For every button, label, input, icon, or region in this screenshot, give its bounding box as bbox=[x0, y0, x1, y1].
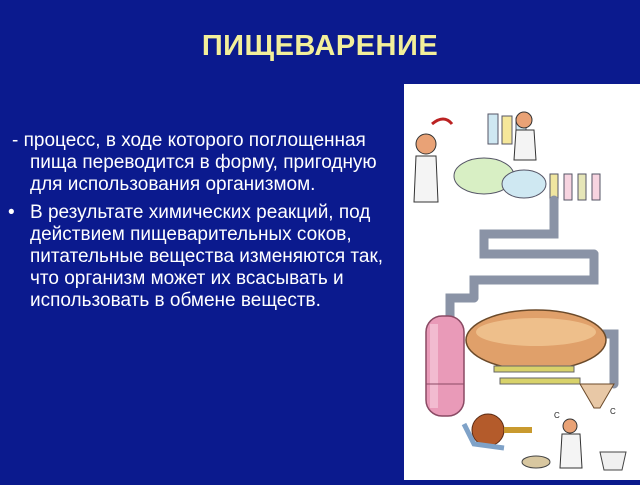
bottom-flask bbox=[461, 413, 532, 451]
bullet-text: В результате химических реакций, под дей… bbox=[30, 202, 384, 311]
right-scientist bbox=[513, 111, 537, 161]
left-scientist bbox=[413, 117, 454, 203]
intro-paragraph: - процесс, в ходе которого поглощенная п… bbox=[12, 130, 377, 195]
slide-title: ПИЩЕВАРЕНИЕ bbox=[201, 30, 439, 62]
bullet-glyph: • bbox=[8, 202, 15, 223]
illus-label: С bbox=[554, 411, 560, 420]
stomach-tank bbox=[465, 309, 607, 385]
slide-body: - процесс, в ходе которого поглощенная п… bbox=[8, 130, 400, 312]
illus-label: С bbox=[610, 407, 616, 416]
digestion-factory-illustration: С С bbox=[404, 84, 640, 480]
upper-glassware bbox=[453, 113, 601, 201]
illustration-svg: С С bbox=[404, 84, 640, 480]
pink-column bbox=[425, 315, 465, 417]
bottom-figures bbox=[521, 418, 627, 471]
funnel bbox=[579, 383, 615, 409]
bullet-item: • В результате химических реакций, под д… bbox=[8, 202, 400, 312]
